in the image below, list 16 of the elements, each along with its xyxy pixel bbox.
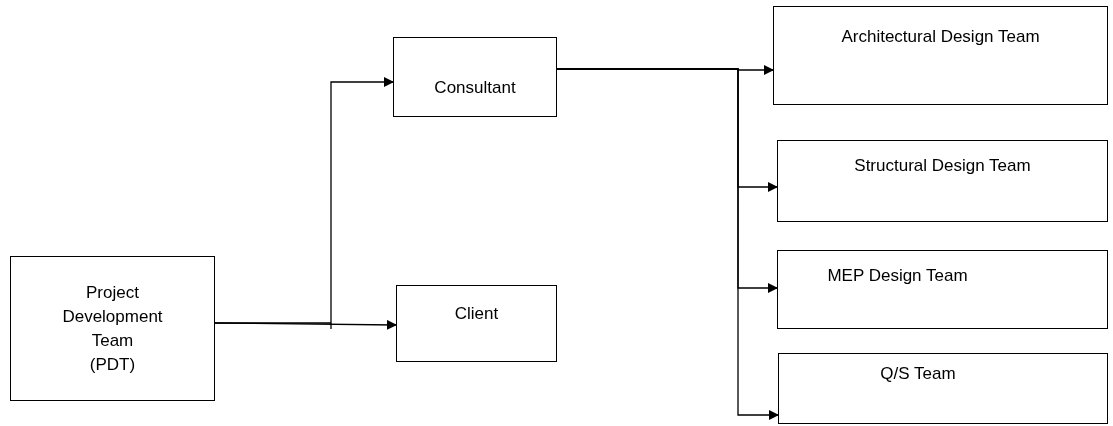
- process-box: [777, 250, 1108, 329]
- process-box: [773, 6, 1108, 105]
- arrow: [214, 319, 397, 330]
- process-box: [393, 37, 557, 117]
- process-box: [778, 353, 1108, 424]
- box-label: Client: [454, 303, 499, 325]
- process-box: [396, 285, 557, 362]
- box-label: (PDT): [89, 353, 136, 376]
- process-box: [777, 140, 1108, 222]
- box-label: MEP Design Team: [827, 265, 968, 287]
- box-label: Architectural Design Team: [840, 26, 1041, 48]
- box-label: Consultant: [434, 77, 516, 99]
- box-label: Q/S Team: [880, 363, 956, 385]
- box-label: Structural Design Team: [854, 155, 1031, 177]
- process-box: [10, 256, 215, 401]
- box-label: Project Development Team: [61, 281, 164, 352]
